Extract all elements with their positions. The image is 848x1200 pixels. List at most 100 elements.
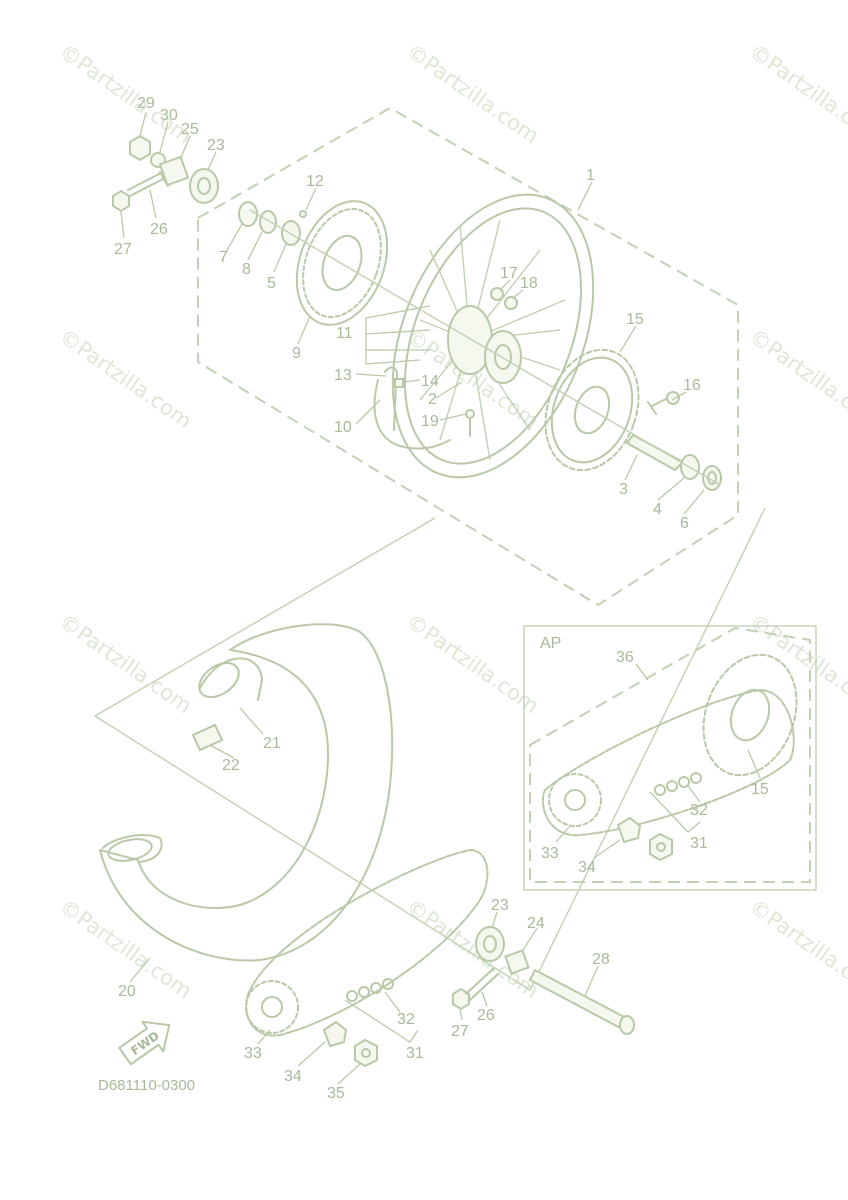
bolt-26 bbox=[127, 171, 169, 197]
fwd-arrow-icon: FWD bbox=[118, 1020, 171, 1066]
inset-ap-parts bbox=[541, 653, 798, 862]
callout-22: 22 bbox=[222, 757, 240, 774]
nipple-17 bbox=[490, 287, 504, 301]
watermark: ©Partzilla.com bbox=[745, 894, 848, 1003]
tire-callout-frame bbox=[93, 507, 766, 992]
balance-weight-19 bbox=[465, 409, 475, 419]
wheel-assembly-outline bbox=[197, 106, 739, 607]
callout-29: 29 bbox=[137, 95, 155, 112]
callout-18: 18 bbox=[520, 275, 538, 292]
hub-flange bbox=[484, 330, 522, 384]
bolt-26b bbox=[465, 967, 499, 1001]
leader-lines bbox=[120, 111, 761, 1085]
callout-14: 14 bbox=[421, 373, 439, 390]
rim-inner bbox=[403, 207, 583, 465]
callout-11: 11 bbox=[336, 325, 353, 342]
callout-10: 10 bbox=[334, 419, 352, 436]
drive-sprocket-33 bbox=[245, 980, 299, 1034]
callout-13: 13 bbox=[334, 367, 352, 384]
oil-seal-6 bbox=[702, 465, 722, 491]
inset-chain-36 bbox=[541, 689, 795, 837]
callout-5: 5 bbox=[267, 275, 276, 292]
nut-29 bbox=[129, 134, 151, 162]
callout-9: 9 bbox=[292, 345, 301, 362]
bolt-16 bbox=[647, 397, 669, 415]
inset-sprocket-33 bbox=[548, 773, 602, 827]
bearing-5 bbox=[281, 220, 301, 246]
oil-seal-7 bbox=[238, 201, 258, 227]
left-axle-parts bbox=[112, 134, 307, 246]
adjuster-block-25 bbox=[158, 155, 190, 187]
rim-lock-13 bbox=[384, 366, 398, 431]
nut-35 bbox=[354, 1038, 378, 1068]
lock-washer-34 bbox=[322, 1020, 348, 1048]
watermark: ©Partzilla.com bbox=[402, 39, 543, 148]
inset-callout-32: 32 bbox=[690, 802, 708, 819]
collar-23 bbox=[189, 168, 219, 204]
callout-26b: 26 bbox=[477, 1007, 495, 1024]
collar-23b bbox=[475, 926, 505, 962]
inset-sprocket-15 bbox=[702, 653, 798, 777]
callout-labels: 1 2 3 4 5 6 7 8 9 10 11 12 13 14 15 16 1… bbox=[98, 95, 769, 1102]
callout-27: 27 bbox=[114, 241, 132, 258]
callout-3: 3 bbox=[619, 481, 628, 498]
tire-20 bbox=[99, 623, 394, 962]
chain-31 bbox=[245, 849, 489, 1037]
callout-2: 2 bbox=[428, 391, 437, 408]
drive-chain-main bbox=[245, 849, 635, 1068]
callout-15: 15 bbox=[626, 311, 644, 328]
watermark: ©Partzilla.com bbox=[55, 609, 196, 718]
inset-callout-15: 15 bbox=[751, 781, 769, 798]
callout-34: 34 bbox=[284, 1068, 302, 1085]
watermark: ©Partzilla.com bbox=[745, 324, 848, 433]
callout-25: 25 bbox=[181, 121, 199, 138]
watermark: ©Partzilla.com bbox=[55, 324, 196, 433]
watermark: ©Partzilla.com bbox=[745, 39, 848, 148]
drawing-code: D681110-0300 bbox=[98, 1077, 195, 1094]
tire-and-tube bbox=[99, 623, 394, 962]
callout-32: 32 bbox=[397, 1011, 415, 1028]
watermark: ©Partzilla.com bbox=[55, 39, 196, 148]
callout-27b: 27 bbox=[451, 1023, 469, 1040]
tube-21 bbox=[199, 657, 263, 701]
spoke-set-11 bbox=[365, 305, 431, 365]
inset-callout-36: 36 bbox=[616, 649, 634, 666]
inset-label: AP bbox=[540, 635, 561, 652]
callout-23: 23 bbox=[207, 137, 225, 154]
circlip-8 bbox=[259, 210, 277, 234]
callout-4: 4 bbox=[653, 501, 662, 518]
nut-27b bbox=[452, 987, 470, 1011]
callout-8: 8 bbox=[242, 261, 251, 278]
spacer-3 bbox=[625, 433, 685, 472]
callout-20: 20 bbox=[118, 983, 136, 1000]
nut-27 bbox=[112, 189, 130, 213]
callout-1: 1 bbox=[586, 167, 595, 184]
callout-7: 7 bbox=[219, 249, 228, 266]
callout-24: 24 bbox=[527, 915, 545, 932]
callout-21: 21 bbox=[263, 735, 281, 752]
callout-31: 31 bbox=[406, 1045, 424, 1062]
inset-nut-35 bbox=[649, 832, 673, 862]
adjuster-24 bbox=[504, 949, 530, 975]
inset-ap-frame bbox=[523, 625, 817, 891]
bolt-12 bbox=[299, 210, 307, 218]
inset-chain-outline bbox=[529, 626, 811, 883]
callout-16: 16 bbox=[683, 377, 701, 394]
right-axle-parts bbox=[249, 209, 722, 491]
valve-22 bbox=[191, 723, 224, 752]
inset-joint-link-32 bbox=[654, 772, 702, 796]
callout-30: 30 bbox=[160, 107, 178, 124]
inset-callout-34: 34 bbox=[578, 859, 596, 876]
inset-callout-33: 33 bbox=[541, 845, 559, 862]
callout-26: 26 bbox=[150, 221, 168, 238]
callout-33: 33 bbox=[244, 1045, 262, 1062]
inset-washer-34 bbox=[616, 816, 642, 844]
brake-disc-9 bbox=[295, 200, 389, 326]
callout-23b: 23 bbox=[491, 897, 509, 914]
rear-wheel bbox=[373, 193, 595, 479]
rim-lock-nut-14 bbox=[394, 378, 404, 388]
rim-band-10 bbox=[373, 379, 451, 450]
joint-link-32 bbox=[346, 978, 394, 1002]
callout-12: 12 bbox=[306, 173, 324, 190]
